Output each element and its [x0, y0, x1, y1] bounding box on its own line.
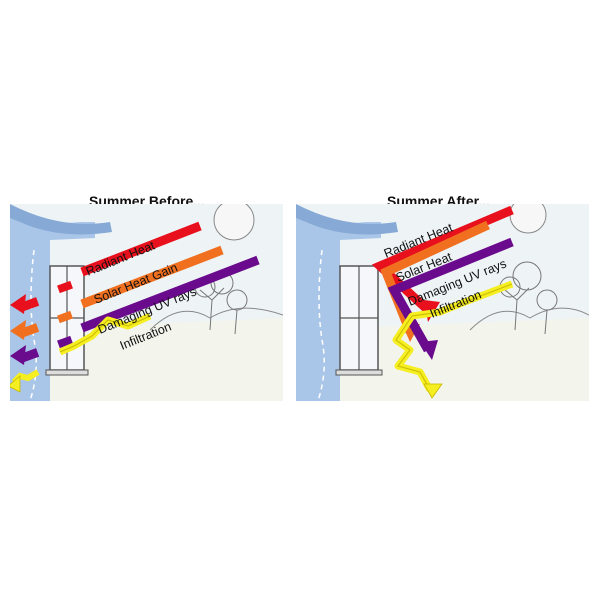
before-uv-arrow: [57, 255, 260, 349]
before-radiant-arrow: [57, 221, 202, 294]
before-exit-infiltration-icon: [10, 369, 40, 393]
before-exit-radiant-icon: [10, 294, 40, 314]
after-uv-arrow: [387, 237, 514, 360]
before-solar-arrow: [57, 245, 224, 324]
before-hills: [149, 307, 283, 331]
after-hills: [469, 307, 589, 331]
before-exit-solar-icon: [10, 320, 40, 340]
after-roof-eave: [296, 204, 398, 235]
before-sun: [213, 204, 255, 241]
after-wall-seam: [317, 249, 325, 401]
after-house-wall: [296, 210, 381, 401]
before-scene: Radiant Heat Solar Heat Gain Damaging UV…: [10, 204, 283, 401]
after-scene: Radiant Heat Solar Heat Damaging UV rays…: [296, 204, 589, 401]
after-sun: [509, 204, 547, 234]
after-infiltration-arrow: [392, 280, 514, 399]
before-exit-uv-icon: [10, 345, 40, 365]
after-tree: [499, 261, 558, 335]
before-wall-seam: [29, 249, 37, 401]
before-infiltration-arrow: [58, 312, 152, 356]
before-roof-eave: [10, 204, 112, 235]
after-window: [335, 265, 383, 376]
